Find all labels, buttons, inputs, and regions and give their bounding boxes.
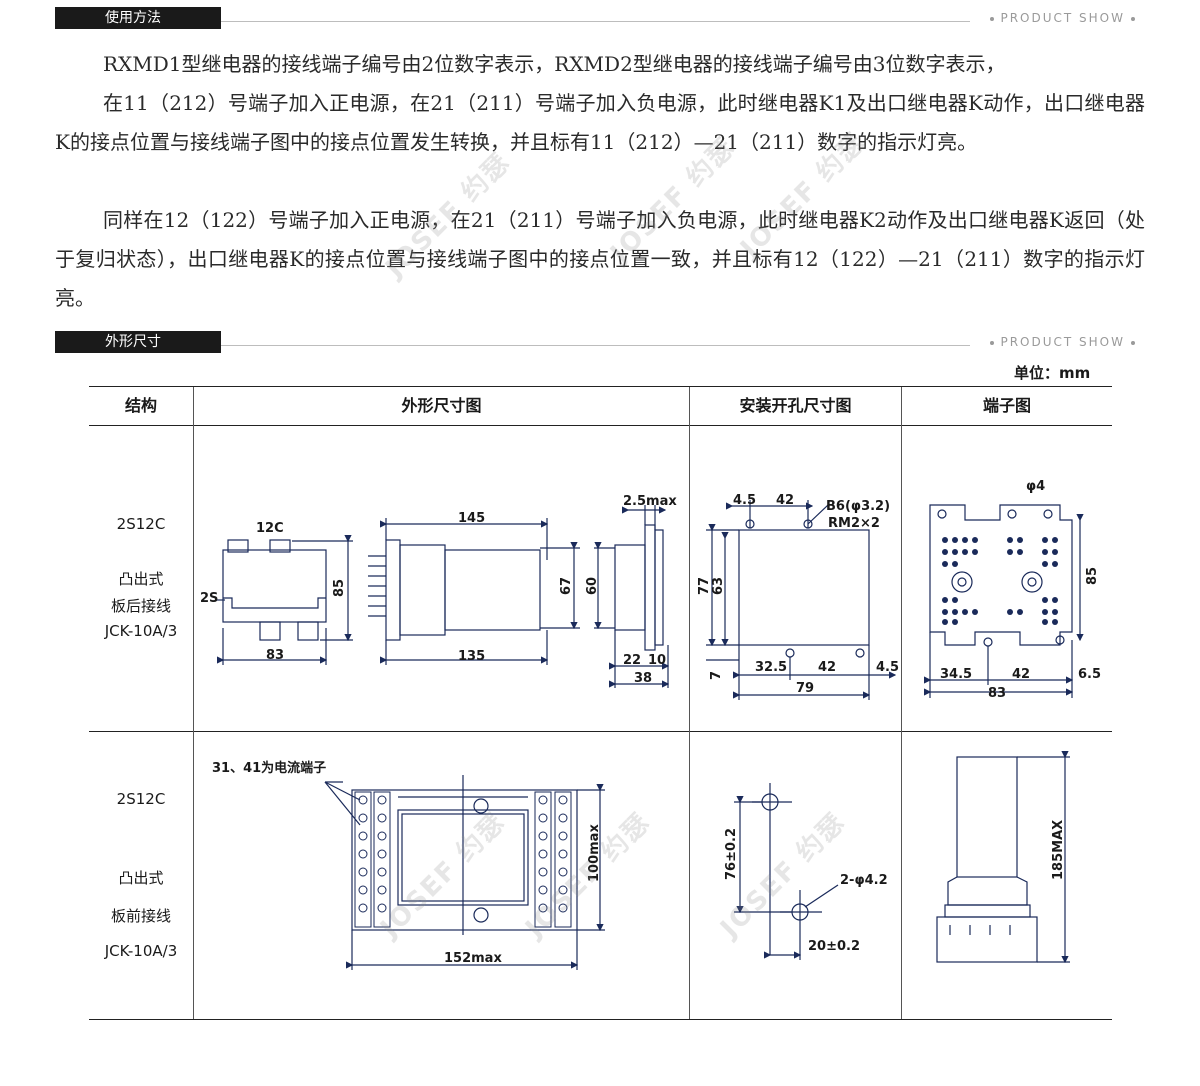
r2-cut-w: 20±0.2 — [808, 939, 860, 954]
r1-edge-top: 2.5max — [623, 494, 677, 509]
r1-terminal-view — [924, 504, 1084, 698]
row2-model: 2S12C — [116, 790, 166, 808]
r1-side-h2: 60 — [585, 577, 600, 595]
r1-term-h: 85 — [1085, 567, 1100, 585]
header-terminal: 端子图 — [982, 396, 1031, 415]
r1-edge-b1: 22 — [623, 653, 641, 668]
row1-code: JCK-10A/3 — [104, 622, 178, 640]
r1-cut-t1: 4.5 — [733, 493, 756, 508]
r2-cutout-view — [734, 783, 839, 960]
r1-edge-view — [594, 505, 670, 688]
r2-front-view — [324, 775, 605, 970]
r2-front-note: 31、41为电流端子 — [212, 760, 326, 776]
row1-style: 凸出式 — [118, 570, 164, 588]
r1-cut-b3: 4.5 — [876, 660, 899, 675]
r1-side-bottom: 135 — [458, 649, 485, 664]
section-bar-dimensions: 外形尺寸 PRODUCT SHOW — [55, 331, 1145, 353]
r2-cut-h: 76±0.2 — [724, 828, 739, 880]
r1-terminal-dots — [942, 537, 1058, 625]
r1-side-top: 145 — [458, 511, 485, 526]
section-bar-usage: 使用方法 PRODUCT SHOW — [55, 7, 1145, 29]
r2-side-h: 185MAX — [1051, 820, 1066, 880]
r1-term-phi: φ4 — [1026, 479, 1045, 494]
r1-side-view — [368, 518, 580, 665]
r2-front-w: 152max — [444, 951, 502, 966]
r1-cut-hole: B6(φ3.2) — [826, 499, 890, 514]
r1-front-view — [215, 535, 353, 665]
r1-term-b3: 6.5 — [1078, 667, 1101, 682]
row2-code: JCK-10A/3 — [104, 942, 178, 960]
product-show-tag: PRODUCT SHOW — [970, 11, 1145, 25]
unit-label: 单位：mm — [1014, 364, 1091, 382]
header-structure: 结构 — [124, 396, 157, 415]
usage-paragraph-2: 在11（212）号端子加入正电源，在21（211）号端子加入负电源，此时继电器K… — [55, 91, 1145, 154]
r1-cut-b4: 79 — [796, 681, 814, 696]
section-title: 使用方法 — [55, 7, 221, 29]
r1-cut-rm: RM2×2 — [828, 516, 880, 531]
r1-term-b1: 34.5 — [940, 667, 972, 682]
r1-cut-b1: 32.5 — [755, 660, 787, 675]
r1-edge-b2: 10 — [648, 653, 666, 668]
row2-wiring: 板前接线 — [110, 907, 171, 925]
row1-model: 2S12C — [116, 515, 166, 533]
r1-side-h1: 67 — [559, 577, 574, 595]
usage-paragraph-1: RXMD1型继电器的接线端子编号由2位数字表示，RXMD2型继电器的接线端子编号… — [103, 52, 1006, 76]
r2-front-h: 100max — [587, 824, 602, 882]
r1-cutout-view — [706, 500, 897, 700]
header-outline: 外形尺寸图 — [401, 396, 482, 415]
row2-style: 凸出式 — [118, 869, 164, 887]
r1-front-width: 83 — [266, 648, 284, 663]
r1-term-b4: 83 — [988, 686, 1006, 701]
r2-side-view — [936, 751, 1070, 964]
r1-edge-b3: 38 — [634, 671, 652, 686]
r1-cut-left7: 7 — [709, 671, 724, 680]
r1-front-side: 2S — [200, 591, 218, 606]
r1-front-height: 85 — [332, 579, 347, 597]
r1-cut-t2: 42 — [776, 493, 794, 508]
r1-term-b2: 42 — [1012, 667, 1030, 682]
header-cutout: 安装开孔尺寸图 — [739, 396, 852, 415]
r1-cut-h2: 63 — [711, 577, 726, 595]
usage-paragraph-3: 同样在12（122）号端子加入正电源，在21（211）号端子加入负电源，此时继电… — [55, 208, 1145, 310]
section-title: 外形尺寸 — [55, 331, 221, 353]
row1-wiring: 板后接线 — [110, 597, 171, 615]
r2-terminal-columns — [354, 791, 572, 928]
r2-cut-hole: 2-φ4.2 — [840, 873, 888, 888]
product-show-tag: PRODUCT SHOW — [970, 335, 1145, 349]
r1-front-top: 12C — [256, 521, 284, 536]
r1-cut-h1: 77 — [697, 577, 712, 595]
r1-cut-b2: 42 — [818, 660, 836, 675]
